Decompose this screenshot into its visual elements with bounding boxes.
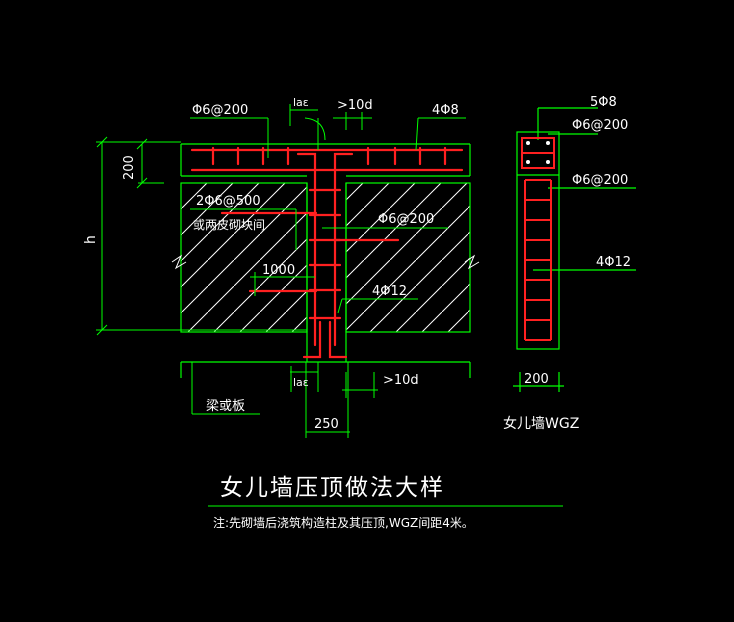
label-anchor-bottom: laε xyxy=(293,376,309,389)
drawing-title: 女儿墙压顶做法大样 xyxy=(220,475,445,501)
label-col-bars: 4Φ12 xyxy=(372,284,407,299)
section-bar-dots xyxy=(526,141,550,164)
dim-200: 200 xyxy=(122,155,137,180)
section-outline xyxy=(513,107,636,392)
dim-h: h xyxy=(83,235,99,244)
rebar xyxy=(190,146,464,359)
label-tie-note: 或两皮砌块间 xyxy=(193,218,265,232)
dim-1000: 1000 xyxy=(262,263,295,278)
dimension-lines xyxy=(96,104,466,438)
masonry-wall xyxy=(181,183,470,332)
label-ten-d-top: >10d xyxy=(337,98,373,113)
label-mid-stirrup: Φ6@200 xyxy=(378,212,434,227)
section-stirrup-top: Φ6@200 xyxy=(572,118,628,133)
break-lines xyxy=(171,254,480,270)
label-top-stirrup: Φ6@200 xyxy=(192,103,248,118)
label-top-bars: 4Φ8 xyxy=(432,103,459,118)
section-width: 200 xyxy=(524,372,549,387)
section-rebar xyxy=(521,137,555,341)
label-ten-d-bottom: >10d xyxy=(383,373,419,388)
hatch-left-block xyxy=(181,183,307,332)
hatch-right-block xyxy=(346,183,470,332)
label-anchor-top: laε xyxy=(293,96,309,109)
section-stirrup: Φ6@200 xyxy=(572,173,628,188)
section-name: 女儿墙WGZ xyxy=(503,415,579,432)
section-top-bars: 5Φ8 xyxy=(590,95,617,110)
section-main-bars: 4Φ12 xyxy=(596,255,631,270)
dim-250: 250 xyxy=(314,417,339,432)
label-tie-bars: 2Φ6@500 xyxy=(196,194,261,209)
label-beam-note: 梁或板 xyxy=(206,399,245,414)
drawing-note: 注:先砌墙后浇筑构造柱及其压顶,WGZ间距4米。 xyxy=(213,515,474,530)
